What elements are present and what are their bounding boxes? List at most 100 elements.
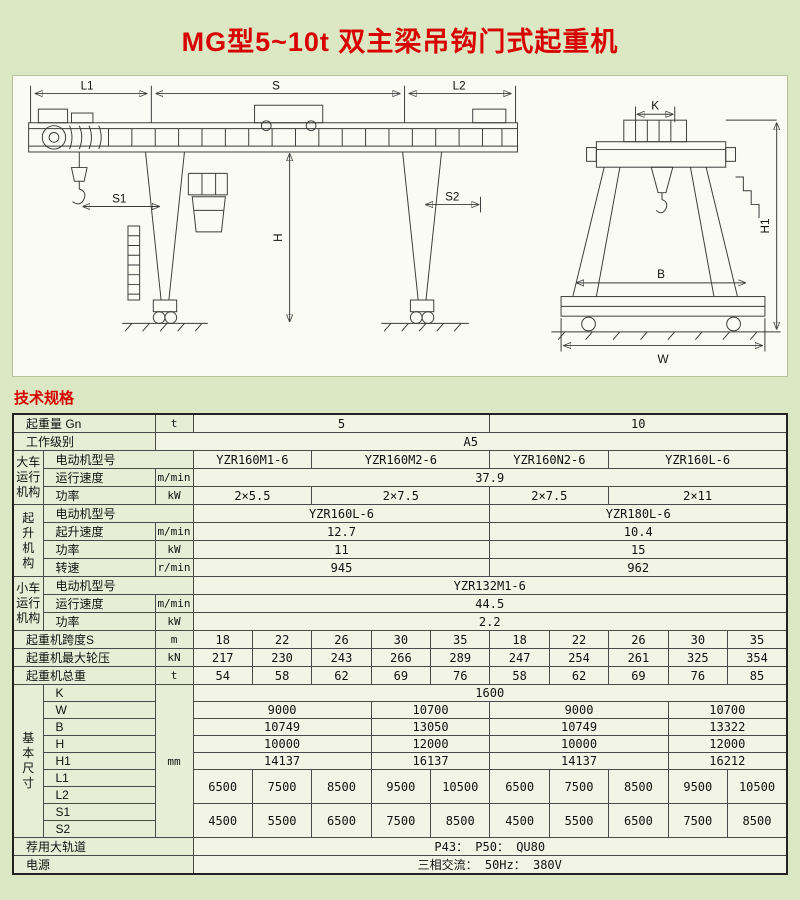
value-cell: 12000 (370, 735, 491, 753)
value-cell: 14137 (192, 752, 372, 770)
value-cell: 18 (192, 630, 253, 649)
end-rail-hatch (557, 331, 758, 341)
dim-label-s1: S1 (112, 193, 126, 206)
deck-lug-right (725, 147, 737, 162)
value-cell: 5500 (251, 803, 313, 838)
value-cell: 2×7.5 (311, 486, 491, 505)
group-label-cell: 基 本 尺 寸 (12, 684, 44, 838)
machinery-deck (595, 141, 727, 168)
value-cell: 58 (251, 666, 313, 685)
value-cell: 37.9 (192, 468, 788, 487)
value-cell: 10749 (192, 718, 372, 736)
value-cell: YZR160M2-6 (311, 450, 491, 469)
value-cell: 6500 (192, 769, 253, 804)
value-cell: 254 (548, 648, 610, 667)
right-wheel-a (409, 311, 423, 324)
value-cell: 2×5.5 (192, 486, 313, 505)
value-cell: 4500 (192, 803, 253, 838)
section-heading: 技术规格 (14, 390, 75, 407)
value-cell: 10749 (489, 718, 669, 736)
param-label-cell: H (42, 735, 156, 753)
value-cell: 69 (608, 666, 669, 685)
left-wheel-a (152, 311, 166, 324)
group-label-cell: 起 升 机 构 (12, 504, 44, 577)
unit-cell: kW (154, 612, 194, 631)
group-label-cell: 大车 运行 机构 (12, 450, 44, 505)
value-cell: 962 (489, 558, 788, 577)
value-cell: 8500 (727, 803, 788, 838)
value-cell: 289 (430, 648, 491, 667)
param-label-cell: 运行速度 (42, 594, 156, 613)
left-leg (145, 151, 185, 301)
unit-cell: kN (154, 648, 194, 667)
value-cell: 16137 (370, 752, 491, 770)
value-cell: 13050 (370, 718, 491, 736)
param-label-cell: W (42, 701, 156, 719)
value-cell: 7500 (667, 803, 729, 838)
param-label-cell: 电动机型号 (42, 450, 194, 469)
param-label-cell: B (42, 718, 156, 736)
left-rail-hatch (124, 323, 203, 332)
value-cell: YZR180L-6 (489, 504, 788, 523)
dim-label-w: W (657, 353, 669, 366)
value-cell: 243 (311, 648, 372, 667)
value-cell: 76 (430, 666, 491, 685)
value-cell: 7500 (251, 769, 313, 804)
param-label-cell: H1 (42, 752, 156, 770)
value-cell: 8500 (608, 769, 669, 804)
trolley (254, 104, 324, 124)
value-cell: 10000 (489, 735, 669, 753)
value-cell: YZR160N2-6 (489, 450, 610, 469)
right-wheel-b (421, 311, 435, 324)
value-cell: 6500 (608, 803, 669, 838)
param-label-cell: 工作级别 (12, 432, 156, 451)
trolley-wheel-left (260, 120, 272, 132)
dim-label-s2: S2 (445, 191, 459, 204)
value-cell: 230 (251, 648, 313, 667)
param-label-cell: 功率 (42, 540, 156, 559)
k-extension (635, 106, 676, 123)
value-cell: 6500 (311, 803, 372, 838)
value-cell: 18 (489, 630, 550, 649)
value-cell: 85 (727, 666, 788, 685)
param-label-cell: 电源 (12, 855, 194, 875)
value-cell: 22 (548, 630, 610, 649)
value-cell: 35 (727, 630, 788, 649)
h1-extension (725, 119, 781, 333)
unit-cell: kW (154, 540, 194, 559)
hook-block-end (650, 166, 674, 194)
param-label-cell: 起重量 Gn (12, 413, 156, 433)
leg-outline-left (572, 167, 621, 297)
value-cell: 945 (192, 558, 491, 577)
value-cell: 8500 (311, 769, 372, 804)
value-cell: 62 (311, 666, 372, 685)
dim-label-b: B (657, 268, 665, 281)
value-cell: 15 (489, 540, 788, 559)
value-cell: 9500 (667, 769, 729, 804)
machinery-top-hatch (635, 120, 672, 142)
value-cell: YZR132M1-6 (192, 576, 788, 595)
value-cell: 217 (192, 648, 253, 667)
value-cell: 5500 (548, 803, 610, 838)
page-title: MG型5~10t 双主梁吊钩门式起重机 (181, 27, 619, 57)
end-wheel-right (726, 316, 741, 332)
right-leg-shoe (409, 299, 435, 313)
group-label-cell: 小车 运行 机构 (12, 576, 44, 631)
value-cell: 10 (489, 413, 788, 433)
unit-cell: kW (154, 486, 194, 505)
value-cell: 2×7.5 (489, 486, 610, 505)
main-girder (28, 122, 519, 153)
param-label-cell: 功率 (42, 612, 156, 631)
value-cell: 247 (489, 648, 550, 667)
